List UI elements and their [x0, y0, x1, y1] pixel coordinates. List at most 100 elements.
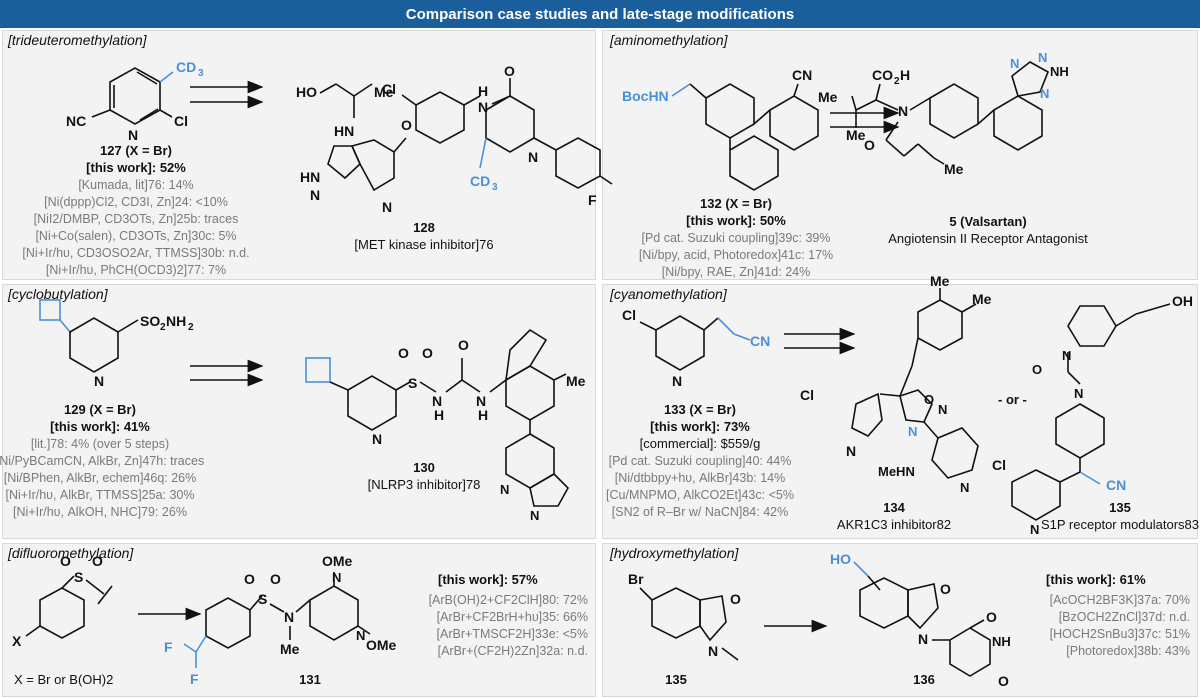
svg-text:Me: Me — [972, 291, 992, 307]
structure-129: N SO 2 NH 2 — [39, 299, 194, 389]
svg-text:O: O — [398, 345, 409, 361]
svg-text:BocHN: BocHN — [622, 88, 669, 104]
this-work-129: [this work]: 41% — [50, 419, 150, 434]
svg-text:O: O — [864, 137, 875, 153]
this-work-132: [this work]: 50% — [686, 213, 786, 228]
svg-text:N: N — [530, 508, 539, 523]
svg-text:HN: HN — [334, 123, 354, 139]
lit-129-4: [Ni+Ir/hυ, AlkOH, NHC]79: 26% — [13, 505, 187, 519]
svg-text:O: O — [458, 337, 469, 353]
svg-text:OH: OH — [1172, 293, 1193, 309]
lit-133-1: [Ni/dtbbpy+hυ, AlkBr]43b: 14% — [614, 471, 786, 485]
svg-text:Me: Me — [374, 84, 394, 100]
svg-text:H: H — [478, 407, 488, 423]
svg-text:N: N — [1040, 86, 1049, 101]
svg-text:Cl: Cl — [174, 113, 188, 129]
svg-text:CN: CN — [1106, 477, 1126, 493]
svg-text:O: O — [940, 581, 951, 597]
svg-text:S: S — [74, 569, 83, 585]
panel-hydroxymethylation — [602, 543, 1198, 697]
product-desc-valsartan: Angiotensin II Receptor Antagonist — [888, 231, 1088, 246]
lit-131-1: [ArBr+CF2BrH+hυ]35: 66% — [436, 610, 588, 624]
commercial-133: [commercial]: $559/g — [639, 436, 761, 451]
structure-132: BocHN CN — [622, 67, 819, 191]
sm-label-133: 133 (X = Br) — [664, 402, 736, 417]
svg-text:S: S — [408, 375, 417, 391]
panel-cyanomethylation — [602, 284, 1198, 539]
panel-difluoromethylation — [2, 543, 596, 697]
svg-text:N: N — [938, 402, 947, 417]
svg-text:N: N — [310, 187, 320, 203]
lit-list-127: [Kumada, lit]76: 14% [Ni(dppp)Cl2, CD3I,… — [22, 177, 249, 279]
lit-133-3: [SN2 of R–Br w/ NaCN]84: 42% — [611, 505, 789, 519]
svg-text:N: N — [960, 480, 969, 495]
svg-text:N: N — [1038, 50, 1047, 65]
svg-text:OMe: OMe — [366, 637, 397, 653]
svg-text:N: N — [356, 628, 365, 643]
svg-text:H: H — [900, 67, 910, 83]
lit-list-133: [Pd cat. Suzuki coupling]40: 44% [Ni/dtb… — [606, 453, 794, 521]
svg-text:Cl: Cl — [800, 387, 814, 403]
svg-text:Me: Me — [566, 373, 586, 389]
product-desc-128: [MET kinase inhibitor]76 — [354, 237, 494, 252]
svg-text:2: 2 — [160, 322, 166, 333]
product-num-130: 130 — [413, 460, 435, 475]
structure-135-isoindolinone: Br O N — [628, 571, 741, 661]
svg-text:O: O — [244, 571, 255, 587]
svg-text:N: N — [528, 149, 538, 165]
svg-text:Me: Me — [280, 641, 300, 657]
svg-text:Br: Br — [628, 571, 644, 587]
svg-text:2: 2 — [188, 322, 194, 333]
svg-text:N: N — [908, 424, 917, 439]
panel-aminomethylation — [602, 30, 1198, 280]
svg-text:NC: NC — [66, 113, 86, 129]
lit-127-5: [Ni+Ir/hυ, PhCH(OCD3)2]77: 7% — [45, 263, 227, 277]
svg-text:NH: NH — [1050, 64, 1069, 79]
svg-text:O: O — [270, 571, 281, 587]
product-num-valsartan: 5 (Valsartan) — [949, 214, 1027, 229]
lit-132-1: [Ni/bpy, acid, Photoredox]41c: 17% — [638, 248, 834, 262]
svg-text:F: F — [190, 671, 199, 687]
lit-127-0: [Kumada, lit]76: 14% — [78, 178, 194, 192]
lit-133-0: [Pd cat. Suzuki coupling]40: 44% — [608, 454, 792, 468]
svg-text:H: H — [478, 83, 488, 99]
this-work-127: [this work]: 52% — [86, 160, 186, 175]
lit-129-2: [Ni/BPhen, AlkBr, echem]46q: 26% — [3, 471, 197, 485]
svg-text:N: N — [128, 127, 138, 143]
svg-text:N: N — [1010, 56, 1019, 71]
svg-text:Cl: Cl — [622, 307, 636, 323]
svg-text:N: N — [1062, 348, 1071, 363]
svg-text:CD: CD — [176, 59, 196, 75]
product-desc-135-s1p: S1P receptor modulators83 — [1040, 517, 1200, 532]
lit-136-2: [HOCH2SnBu3]37c: 51% — [1049, 627, 1190, 641]
lit-132-0: [Pd cat. Suzuki coupling]39c: 39% — [641, 231, 831, 245]
svg-text:F: F — [588, 192, 597, 208]
structure-130: N S O O N H O N H Me N N — [305, 328, 586, 523]
product-desc-134: AKR1C3 inhibitor82 — [836, 517, 952, 532]
svg-text:SO: SO — [140, 313, 160, 329]
svg-text:X: X — [12, 633, 22, 649]
lit-132-2: [Ni/bpy, RAE, Zn]41d: 24% — [661, 265, 811, 279]
svg-text:O: O — [60, 553, 71, 569]
svg-text:O: O — [924, 392, 934, 407]
svg-text:O: O — [92, 553, 103, 569]
svg-text:O: O — [422, 345, 433, 361]
svg-text:N: N — [284, 609, 294, 625]
sm-label-132: 132 (X = Br) — [700, 196, 772, 211]
lit-136-3: [Photoredox]38b: 43% — [1066, 644, 1190, 658]
structure-valsartan: CO 2 H Me Me N O Me N N NH N — [818, 50, 1069, 177]
svg-text:CD: CD — [470, 173, 490, 189]
structure-131: F F S O O N Me N N OMe OMe — [164, 553, 397, 687]
product-num-128: 128 — [413, 220, 435, 235]
svg-text:N: N — [918, 631, 928, 647]
svg-text:Cl: Cl — [992, 457, 1006, 473]
lit-131-3: [ArBr+(CF2H)2Zn]32a: n.d. — [437, 644, 588, 658]
structure-sulfone-sm: X S O O — [12, 553, 113, 649]
lit-133-2: [Cu/MNPMO, AlkCO2Et]43c: <5% — [606, 488, 794, 502]
product-num-131: 131 — [299, 672, 321, 687]
svg-text:O: O — [401, 117, 412, 133]
svg-text:N: N — [672, 373, 682, 389]
svg-text:F: F — [164, 639, 173, 655]
sm-label-127: 127 (X = Br) — [100, 143, 172, 158]
